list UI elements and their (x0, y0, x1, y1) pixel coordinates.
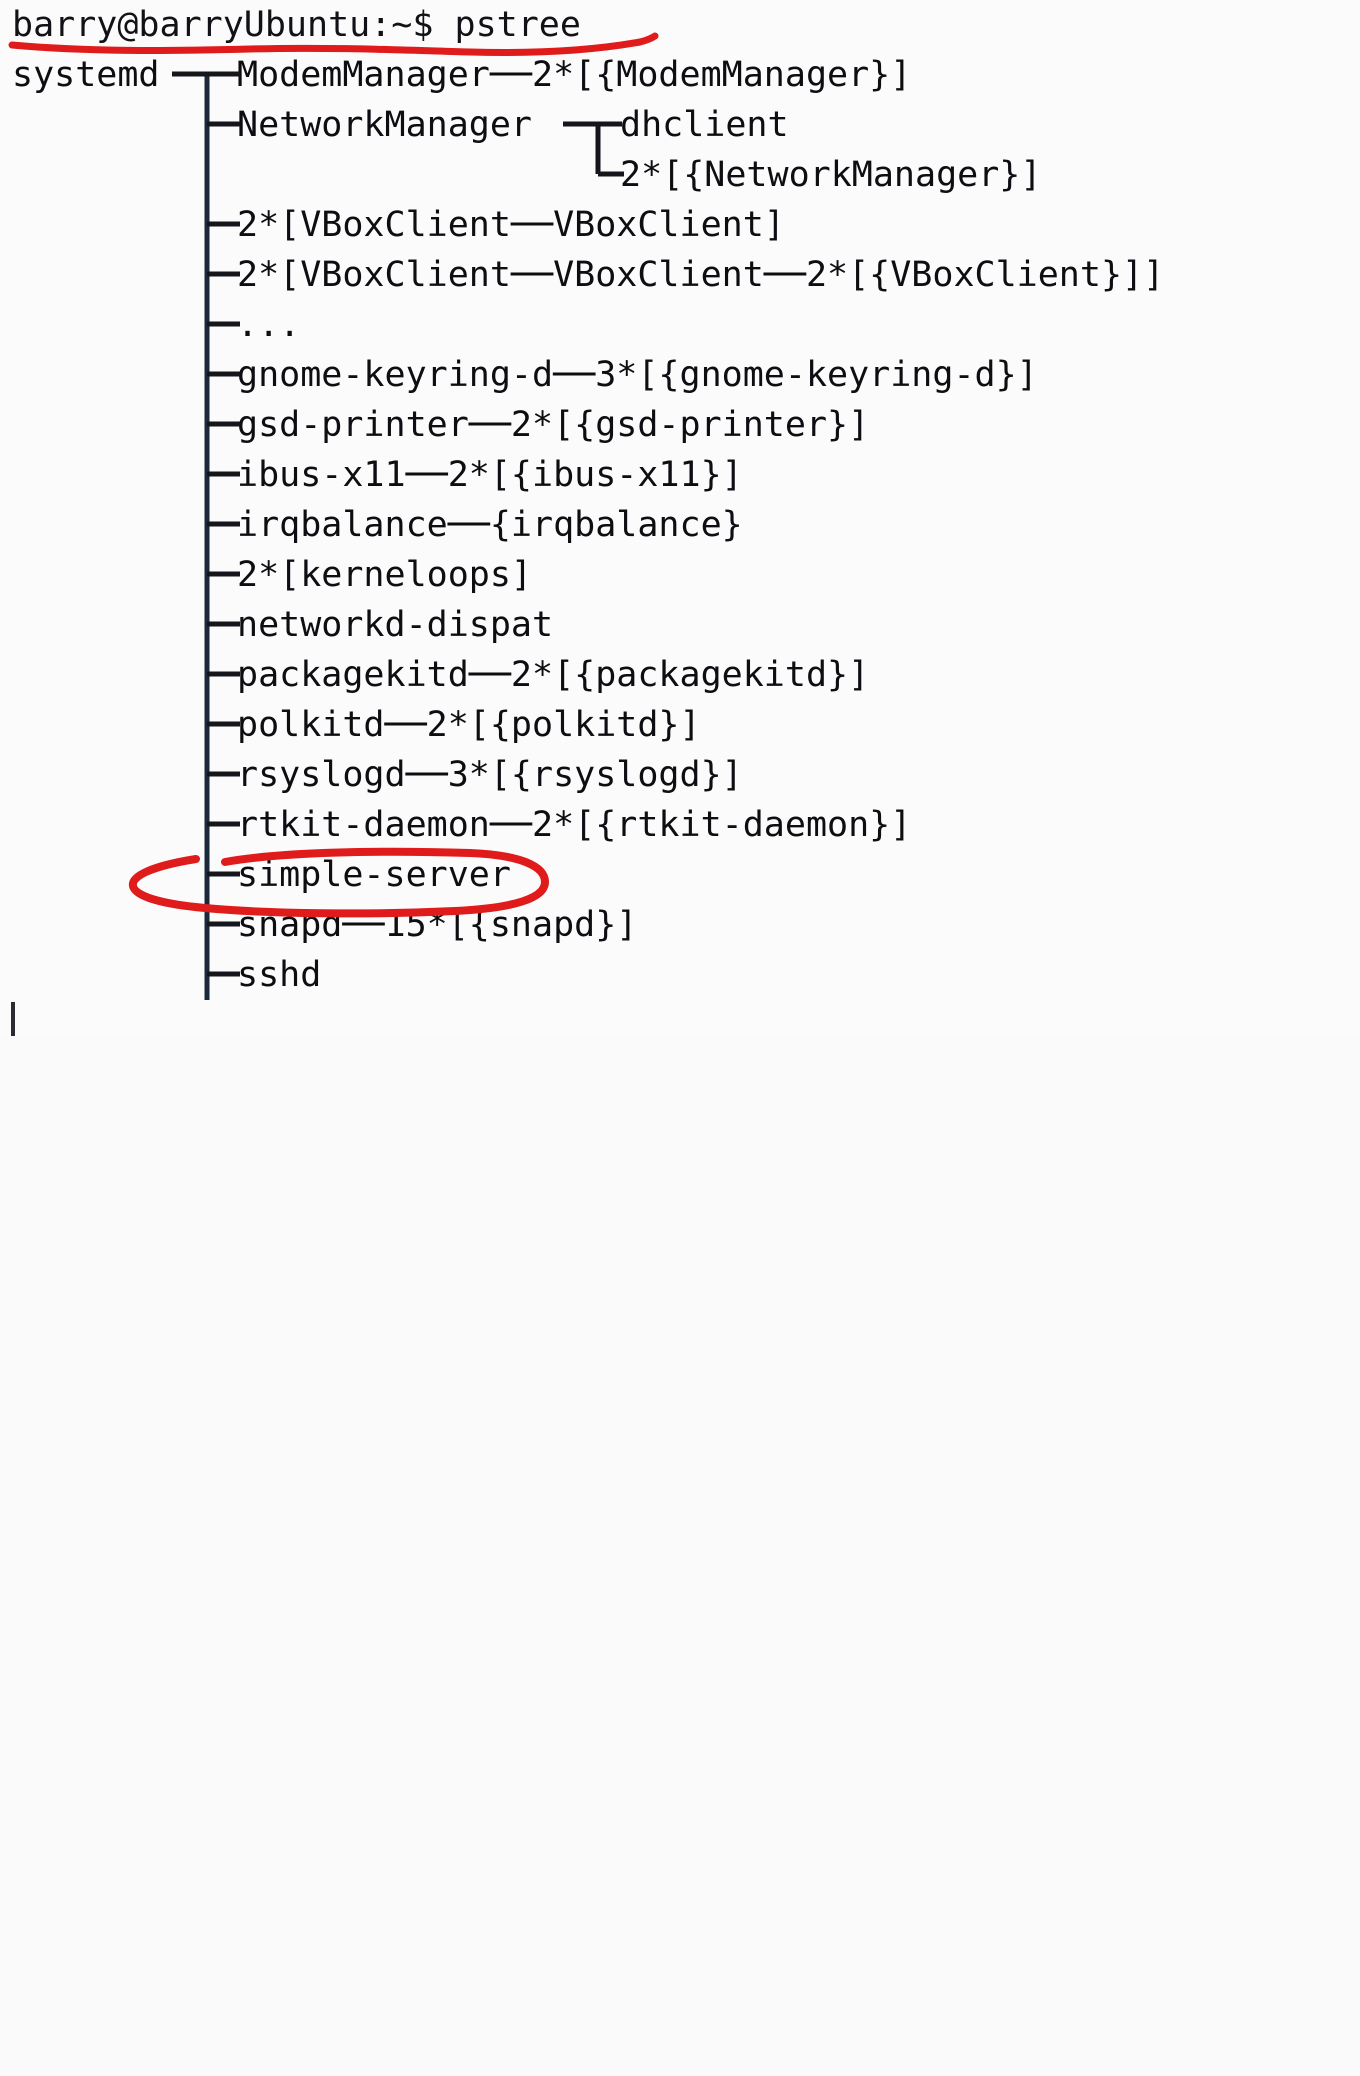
tree-branch-networkmanager: NetworkManager (237, 105, 533, 145)
terminal-cursor (11, 1002, 15, 1036)
tree-branch-gnome-keyring-d: gnome-keyring-d──3*[{gnome-keyring-d}] (237, 355, 1038, 395)
tree-branch-rtkit-daemon: rtkit-daemon──2*[{rtkit-daemon}] (237, 805, 912, 845)
tree-child-dhclient: dhclient (620, 105, 789, 145)
tree-branch-ellipsis: ... (237, 305, 301, 345)
tree-branch-gsd-printer: gsd-printer──2*[{gsd-printer}] (237, 405, 870, 445)
tree-branch-sshd: sshd (237, 955, 322, 995)
tree-branch-packagekitd: packagekitd──2*[{packagekitd}] (237, 655, 870, 695)
tree-branch-ibus-x11: ibus-x11──2*[{ibus-x11}] (237, 455, 743, 495)
tree-branch-irqbalance: irqbalance──{irqbalance} (237, 505, 743, 545)
terminal-text-layer: barry@barryUbuntu:~$ pstree systemd Mode… (12, 5, 1165, 995)
tree-child-networkmanager-threads: 2*[{NetworkManager}] (620, 155, 1042, 195)
tree-root-label: systemd (12, 55, 160, 95)
tree-branch-vboxclient-2: 2*[VBoxClient──VBoxClient──2*[{VBoxClien… (237, 255, 1165, 295)
tree-branch-modemmanager: ModemManager──2*[{ModemManager}] (237, 55, 912, 95)
shell-prompt-line: barry@barryUbuntu:~$ pstree (12, 5, 581, 45)
tree-branch-simple-server: simple-server (237, 855, 511, 895)
tree-branch-networkd-dispat: networkd-dispat (237, 605, 554, 645)
tree-branch-kerneloops: 2*[kerneloops] (237, 555, 533, 595)
tree-branch-vboxclient-1: 2*[VBoxClient──VBoxClient] (237, 205, 785, 245)
tree-branch-rsyslogd: rsyslogd──3*[{rsyslogd}] (237, 755, 743, 795)
tree-branch-polkitd: polkitd──2*[{polkitd}] (237, 705, 701, 745)
terminal-screenshot: barry@barryUbuntu:~$ pstree systemd Mode… (8, 5, 1165, 1036)
tree-branch-snapd: snapd──15*[{snapd}] (237, 905, 638, 945)
